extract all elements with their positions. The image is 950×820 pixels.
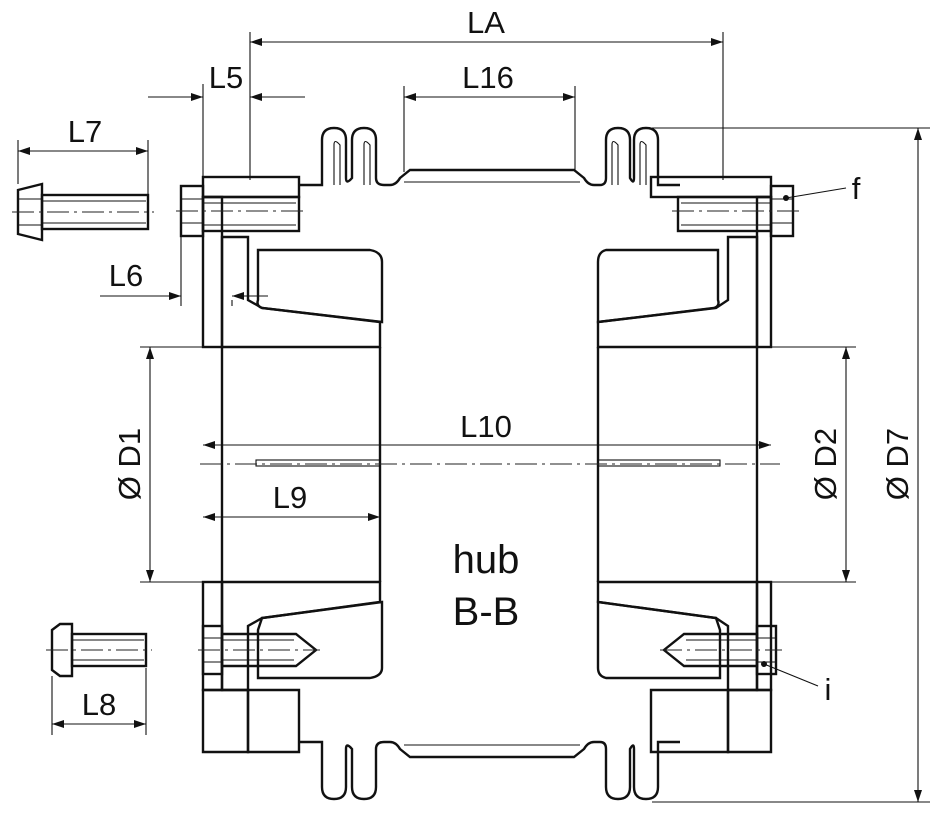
- label-la: LA: [467, 5, 505, 40]
- keyway-right: [597, 459, 721, 467]
- label-i: i: [825, 672, 832, 707]
- dim-la: [249, 32, 724, 180]
- dim-l6: [100, 236, 268, 306]
- label-l10: L10: [460, 409, 512, 444]
- bolt-detail-l8: [46, 622, 152, 678]
- dim-d7: [652, 127, 930, 803]
- bellows-top: [300, 126, 680, 187]
- label-l9: L9: [273, 480, 307, 515]
- dim-l5: [148, 84, 305, 180]
- dim-l7: [17, 140, 149, 195]
- label-d2: Ø D2: [808, 428, 843, 500]
- label-l6: L6: [109, 258, 143, 293]
- bolt-detail-l7: [12, 182, 154, 242]
- label-d7: Ø D7: [880, 428, 915, 500]
- label-l5: L5: [209, 60, 243, 95]
- label-l7: L7: [68, 114, 102, 149]
- label-section: B-B: [453, 590, 520, 634]
- label-l16: L16: [462, 60, 514, 95]
- leader-i: [761, 661, 819, 687]
- label-hub: hub: [453, 538, 520, 582]
- keyway-left: [255, 459, 381, 467]
- label-l8: L8: [82, 687, 116, 722]
- dim-l16: [403, 86, 576, 172]
- leader-f: [783, 187, 847, 201]
- bellows-bottom: [300, 740, 680, 801]
- label-d1: Ø D1: [112, 428, 147, 500]
- dim-d2: [757, 346, 856, 583]
- dim-d1: [140, 346, 222, 583]
- label-f: f: [852, 171, 861, 206]
- dim-l8: [51, 668, 147, 735]
